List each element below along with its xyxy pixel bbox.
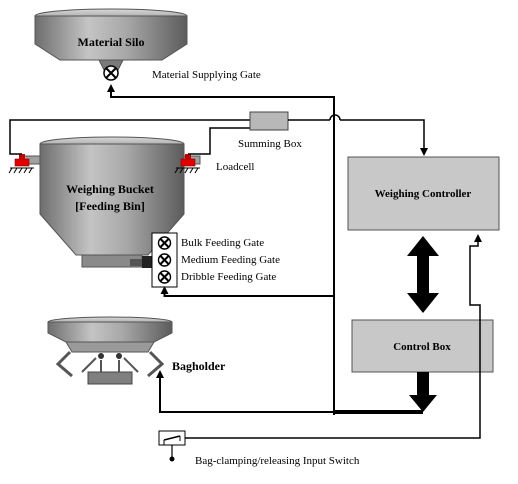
control-box-label: Control Box xyxy=(393,341,451,353)
bulk-feeding-gate-icon xyxy=(157,236,172,250)
dribble-feeding-gate-label: Dribble Feeding Gate xyxy=(181,271,276,283)
dribble-feeding-gate-icon xyxy=(157,270,172,284)
material-supplying-gate-label: Material Supplying Gate xyxy=(152,69,261,81)
control-box: Control Box xyxy=(351,319,494,373)
loadcell-label: Loadcell xyxy=(216,161,254,173)
weighing-controller-label: Weighing Controller xyxy=(375,188,472,200)
material-silo-label: Material Silo xyxy=(78,35,145,49)
bagholder: Bagholder xyxy=(47,316,226,385)
summing-box: Summing Box xyxy=(238,111,302,150)
medium-feeding-gate-icon xyxy=(157,253,172,267)
feeding-bin-label: [Feeding Bin] xyxy=(75,199,145,213)
control-box-output-arrow-icon xyxy=(409,372,437,412)
input-switch-label: Bag-clamping/releasing Input Switch xyxy=(195,455,360,467)
controller-control-box-link-icon xyxy=(407,236,439,313)
weighing-controller: Weighing Controller xyxy=(347,156,500,231)
weighing-bucket: Weighing Bucket [Feeding Bin] xyxy=(23,136,201,268)
feeding-gate-control-line xyxy=(160,286,334,297)
bulk-feeding-gate-label: Bulk Feeding Gate xyxy=(181,237,264,249)
material-supplying-gate: Material Supplying Gate xyxy=(103,65,261,81)
medium-feeding-gate-label: Medium Feeding Gate xyxy=(181,254,280,266)
bagholder-control-line xyxy=(156,370,334,413)
loadcell-wiring xyxy=(9,119,250,155)
bagholder-label: Bagholder xyxy=(172,359,226,373)
controller-input-line xyxy=(340,119,428,156)
input-switch-line xyxy=(185,234,482,439)
input-switch: Bag-clamping/releasing Input Switch xyxy=(158,430,360,467)
material-silo: Material Silo xyxy=(34,8,188,71)
loadcell-right xyxy=(174,154,200,174)
supplying-gate-control-line xyxy=(107,84,335,415)
loadcell-left xyxy=(8,154,34,174)
summing-box-label: Summing Box xyxy=(238,138,302,150)
weighing-bucket-label: Weighing Bucket xyxy=(66,182,154,196)
feeding-gates: Bulk Feeding Gate Medium Feeding Gate Dr… xyxy=(151,232,280,288)
